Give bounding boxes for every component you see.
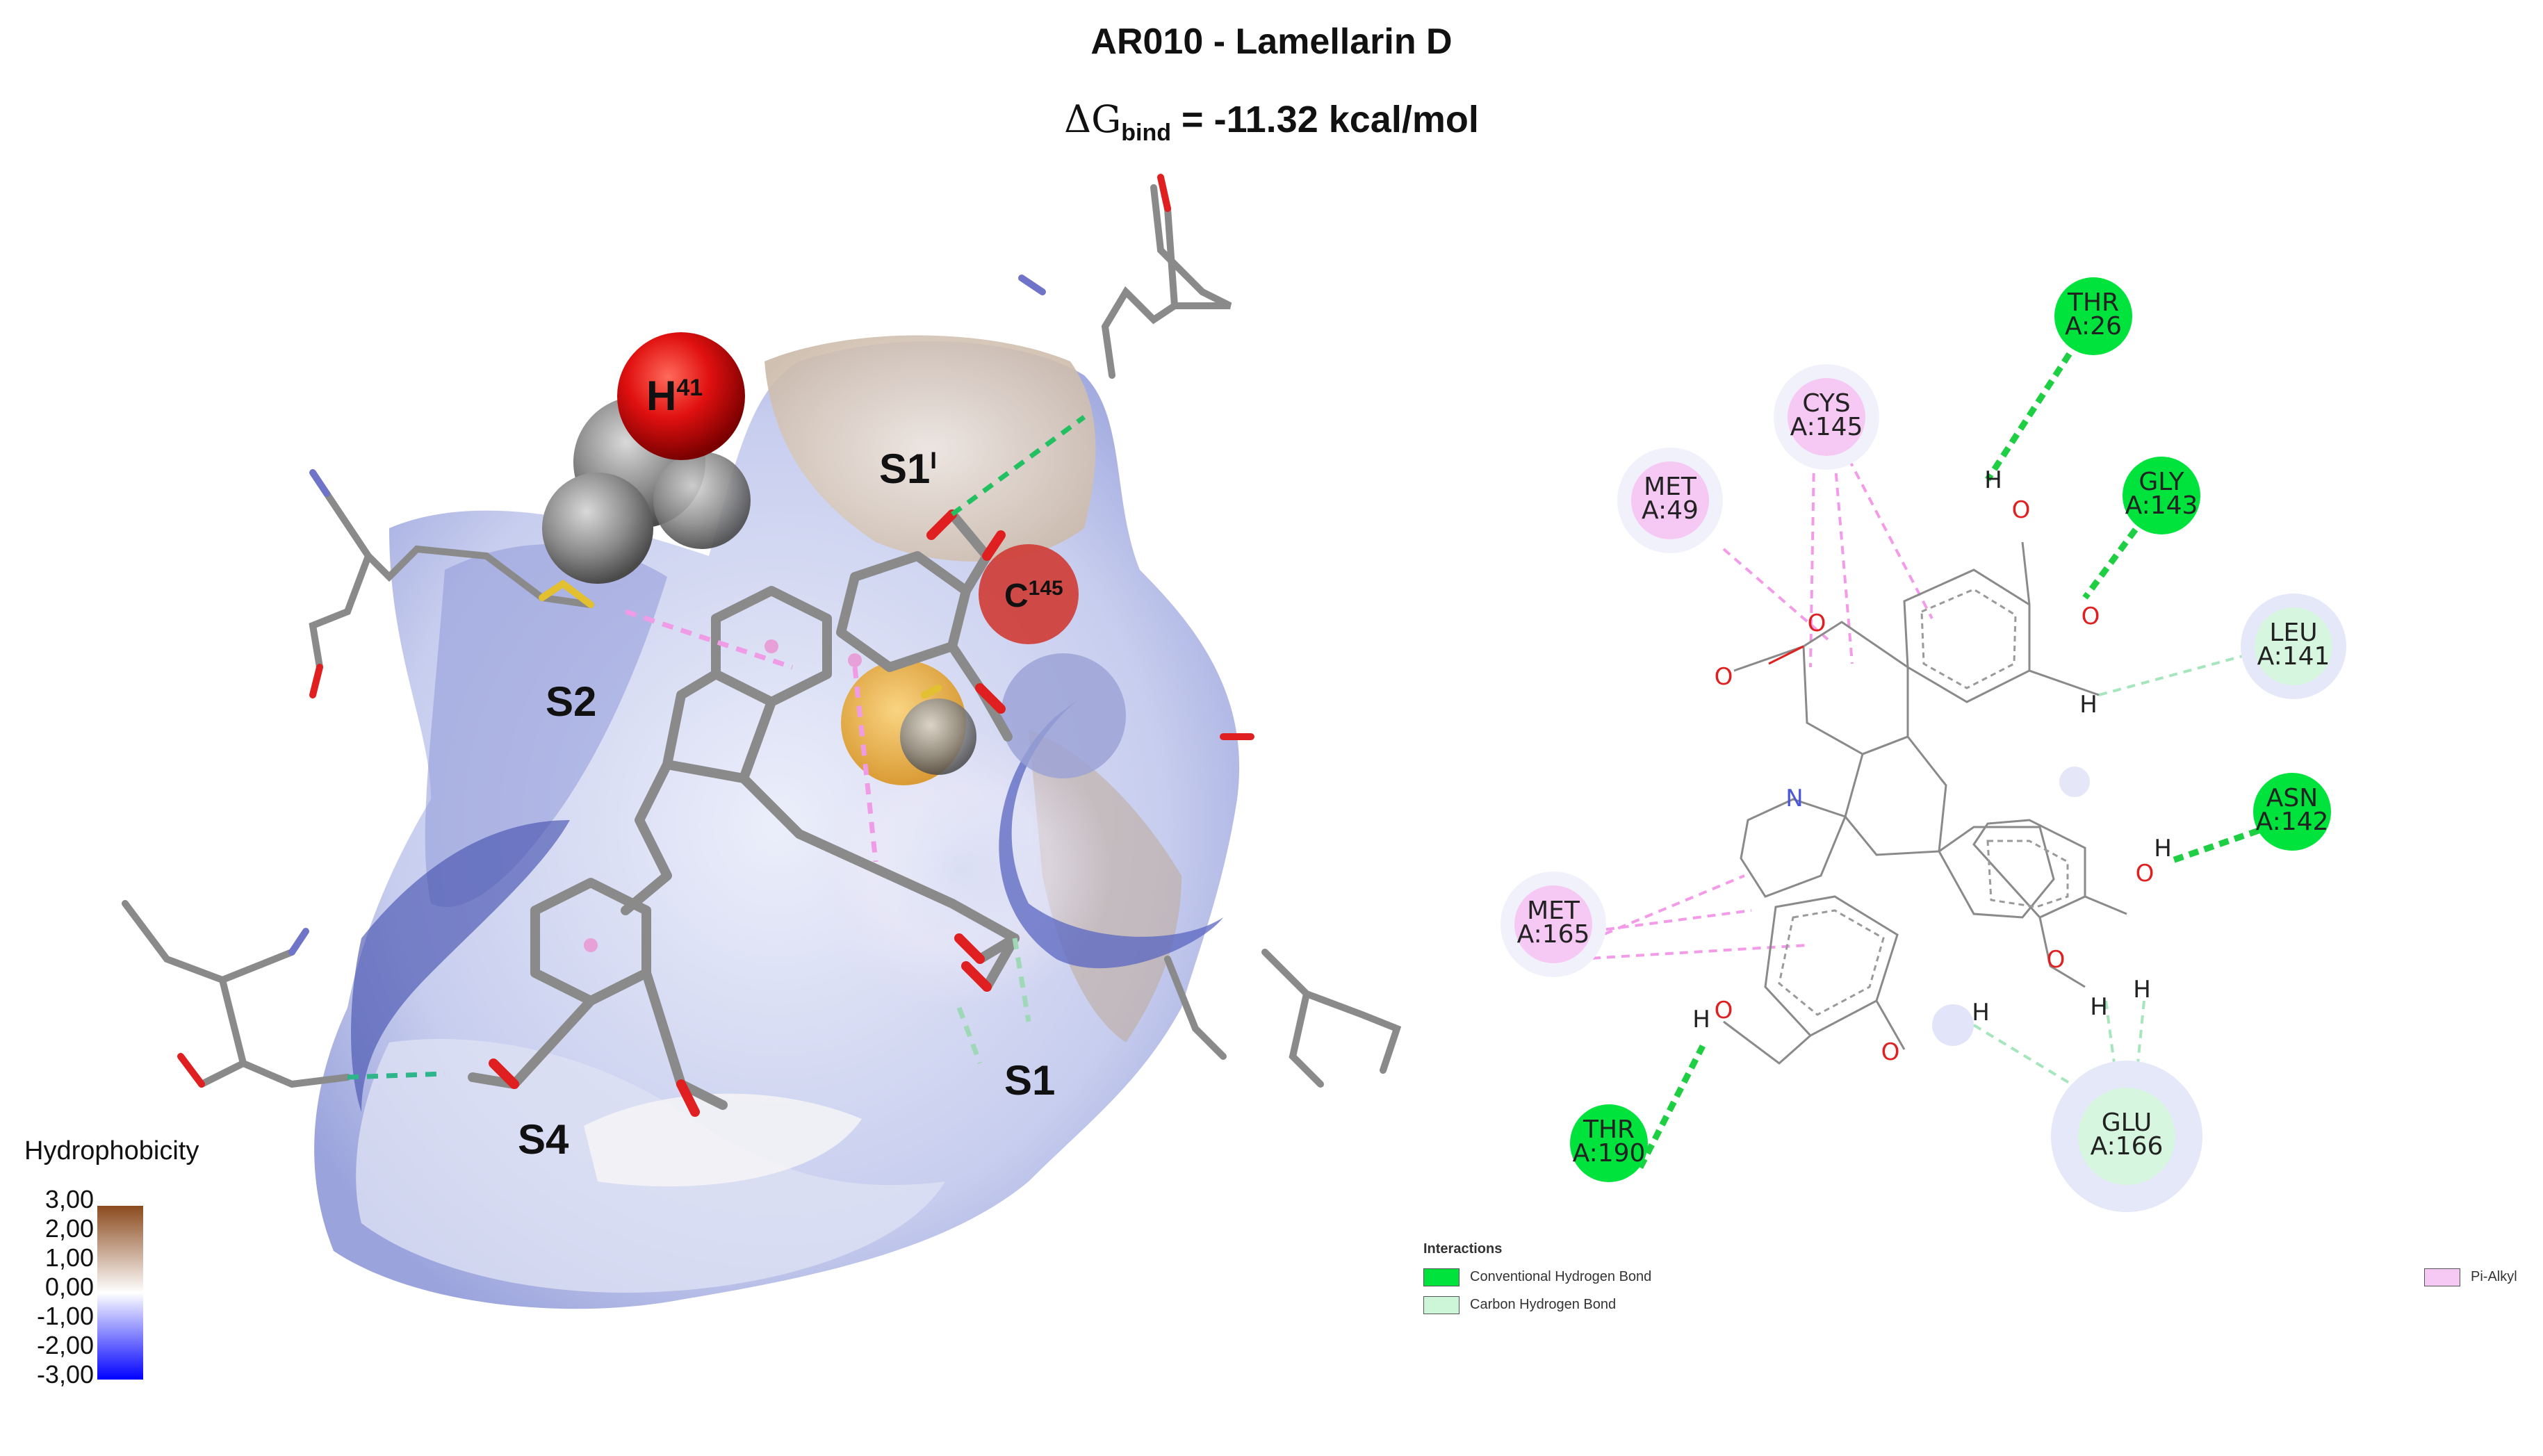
atom-o-7: O bbox=[1715, 997, 1733, 1024]
residue-name: MET bbox=[1527, 897, 1580, 925]
hydrophobicity-colorbar bbox=[97, 1206, 143, 1380]
colorbar-tick: -2,00 bbox=[36, 1331, 94, 1359]
residue-disc-leu141 bbox=[2255, 607, 2332, 685]
delta-symbol: ΔG bbox=[1064, 97, 1122, 141]
legend-label-pi-alkyl: Pi-Alkyl bbox=[2471, 1269, 2517, 1284]
residue-sticks bbox=[122, 184, 1402, 1088]
site-label-s2: S2 bbox=[546, 678, 597, 725]
atom-spheres bbox=[542, 332, 1126, 785]
atom-h-6: H bbox=[1692, 1006, 1710, 1033]
protein-surface bbox=[314, 335, 1240, 1309]
atom-o-4: O bbox=[1715, 663, 1733, 691]
figure-title: AR010 - Lamellarin D bbox=[1090, 22, 1453, 62]
binding-energy: ΔGbind = -11.32 kcal/mol bbox=[0, 97, 2543, 147]
residue-disc-met49 bbox=[1631, 461, 1709, 539]
atom-o-3: O bbox=[1808, 610, 1826, 637]
site-label-his41: H41 bbox=[646, 373, 703, 419]
atom-o-1: O bbox=[2012, 496, 2031, 524]
residue-name: GLU bbox=[2101, 1109, 2152, 1137]
binding-subscript: bind bbox=[1121, 119, 1172, 146]
atom-h-3: H bbox=[2154, 835, 2172, 862]
residue-disc-glu166 bbox=[2078, 1088, 2175, 1185]
legend-label-conventional: Conventional Hydrogen Bond bbox=[1470, 1269, 1652, 1284]
interaction-diagram: O O O O N O O O O H H H H H H H bbox=[1501, 277, 2346, 1212]
s1prime-superscript: I bbox=[930, 448, 937, 474]
residue-number: A:143 bbox=[2125, 491, 2198, 520]
atom-n: N bbox=[1785, 785, 1803, 812]
atom-h-4: H bbox=[2133, 976, 2151, 1004]
colorbar-tick: 0,00 bbox=[44, 1273, 94, 1301]
residue-name: CYS bbox=[1802, 389, 1851, 418]
residue-disc-met165 bbox=[1514, 885, 1592, 963]
atom-o-8: O bbox=[1881, 1038, 1900, 1066]
legend-swatch-pi-alkyl bbox=[2424, 1268, 2460, 1286]
colorbar-title: Hydrophobicity bbox=[24, 1136, 199, 1165]
residue-name: LEU bbox=[2269, 619, 2318, 647]
his41-sphere bbox=[617, 332, 745, 460]
atom-h-7: H bbox=[1972, 999, 1990, 1026]
cys145-sphere bbox=[979, 544, 1079, 644]
legend-swatch-conventional bbox=[1423, 1268, 1459, 1286]
site-label-cys145: C145 bbox=[1004, 577, 1063, 614]
atom-o-2: O bbox=[2082, 603, 2100, 630]
residue-number: A:145 bbox=[1790, 413, 1863, 441]
residue-name: MET bbox=[1644, 473, 1696, 501]
residue-number: A:165 bbox=[1516, 920, 1590, 949]
residue-disc-cys145 bbox=[1788, 378, 1865, 456]
colorbar-tick: -3,00 bbox=[36, 1360, 94, 1389]
residue-number: A:49 bbox=[1642, 496, 1699, 525]
site-label-s1: S1 bbox=[1004, 1057, 1056, 1104]
residue-number: A:141 bbox=[2257, 642, 2330, 671]
binding-energy-value: = -11.32 kcal/mol bbox=[1171, 99, 1479, 140]
residue-name: THR bbox=[2067, 288, 2120, 317]
legend-swatch-carbon bbox=[1423, 1296, 1459, 1314]
colorbar-tick: -1,00 bbox=[36, 1302, 94, 1330]
3d-interactions bbox=[347, 415, 1086, 1080]
colorbar-tick: 2,00 bbox=[44, 1214, 94, 1243]
legend-label-carbon: Carbon Hydrogen Bond bbox=[1470, 1297, 1617, 1312]
residue-number: A:166 bbox=[2090, 1132, 2164, 1161]
colorbar-tick: 1,00 bbox=[44, 1243, 94, 1272]
residue-disc-gly143 bbox=[2123, 457, 2200, 534]
colorbar-tick: 3,00 bbox=[44, 1185, 94, 1213]
residue-number: A:190 bbox=[1572, 1139, 1646, 1168]
residue-disc-thr190 bbox=[1570, 1104, 1648, 1182]
residue-name: THR bbox=[1583, 1115, 1635, 1144]
atom-h-1: H bbox=[1984, 466, 2002, 494]
atom-h-5: H bbox=[2090, 993, 2108, 1021]
atom-o-6: O bbox=[2047, 946, 2066, 974]
pi-centroids bbox=[584, 639, 862, 952]
atom-h-2: H bbox=[2079, 691, 2098, 719]
residue-disc-thr26 bbox=[2054, 277, 2132, 355]
residue-name: ASN bbox=[2266, 784, 2319, 812]
residue-disc-asn142 bbox=[2253, 773, 2331, 851]
his41-superscript: 41 bbox=[676, 375, 703, 401]
legend-title: Interactions bbox=[1423, 1241, 1503, 1257]
site-label-s4: S4 bbox=[518, 1116, 569, 1163]
cys145-superscript: 145 bbox=[1028, 577, 1063, 600]
residue-number: A:142 bbox=[2255, 808, 2329, 836]
atom-o-5: O bbox=[2136, 860, 2154, 887]
residue-number: A:26 bbox=[2065, 312, 2122, 341]
site-label-s1prime: S1I bbox=[879, 445, 937, 492]
residue-name: GLY bbox=[2139, 468, 2184, 496]
